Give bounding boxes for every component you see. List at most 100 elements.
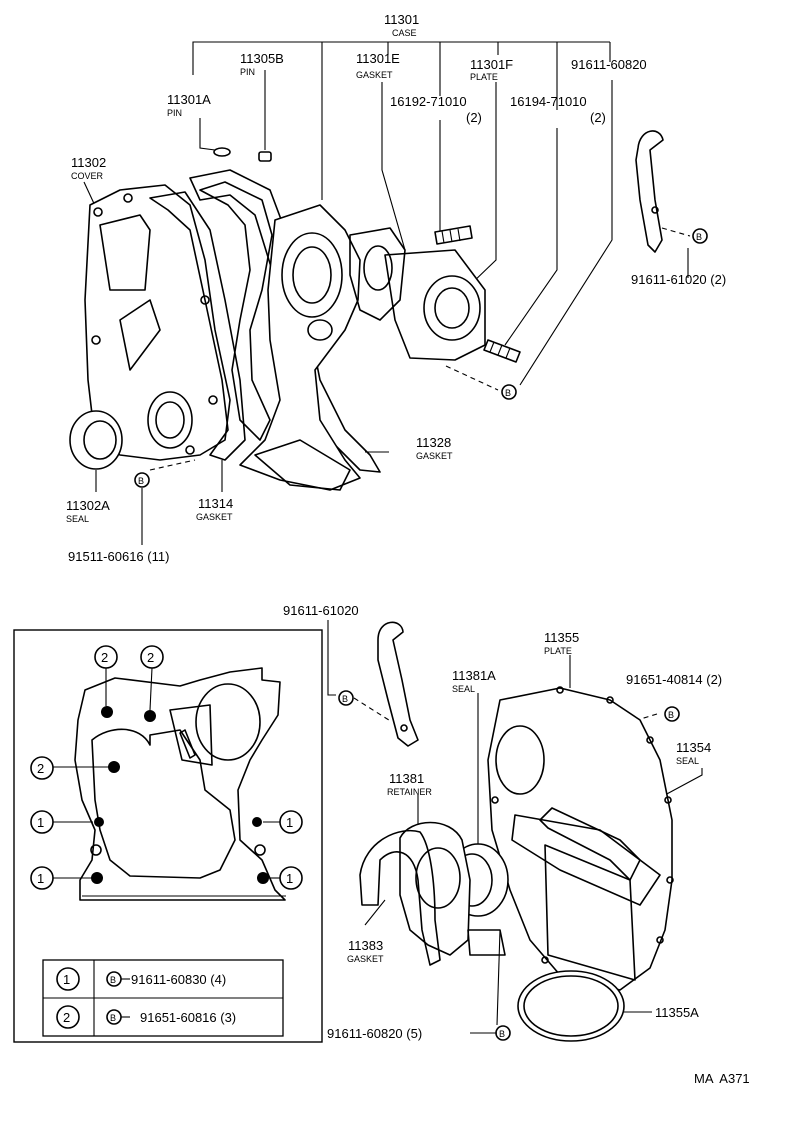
svg-text:1: 1	[286, 871, 293, 886]
svg-text:1: 1	[37, 871, 44, 886]
bolt-symbol-icon	[664, 706, 680, 722]
part-name: PLATE	[470, 72, 498, 82]
inset-markers: 2 2 2 1 1 1 1	[30, 645, 303, 890]
pin-11301a	[213, 147, 231, 157]
inset-marker-leaders	[53, 667, 280, 879]
svg-text:B: B	[499, 1029, 505, 1039]
label-stud-2: 16194-71010 (2)	[510, 94, 606, 125]
label-pin-a: 11301A PIN	[167, 92, 211, 118]
stud-16192	[434, 225, 473, 245]
part-name: SEAL	[452, 684, 475, 694]
svg-text:B: B	[110, 975, 116, 985]
part-number: 91611-60820 (5)	[327, 1026, 422, 1041]
part-name: PLATE	[544, 646, 572, 656]
part-name: COVER	[71, 171, 104, 181]
marker-1-a: 1	[30, 810, 54, 834]
bolt-symbol: B	[505, 388, 511, 398]
part-name: GASKET	[347, 954, 384, 964]
label-retainer: 11381 RETAINER	[387, 771, 432, 797]
leader-lines-top	[83, 42, 691, 545]
part-name: SEAL	[676, 756, 699, 766]
svg-text:B: B	[668, 710, 674, 720]
label-bolt-plate: 91651-40814 (2) B	[626, 672, 722, 722]
part-number: 91611-61020 (2)	[631, 272, 726, 287]
bolt-symbol: B	[138, 476, 144, 486]
bolt-symbol-icon	[338, 690, 354, 706]
retainer-11381	[399, 821, 506, 956]
bolt-symbol-icon	[134, 472, 150, 488]
svg-text:B: B	[110, 1013, 116, 1023]
inset-gasket-drawing	[74, 667, 286, 901]
marker-2-b: 2	[140, 645, 164, 669]
part-number: 11301	[384, 12, 419, 27]
part-number: 11354	[676, 740, 711, 755]
wire-hook-bottom	[377, 621, 419, 747]
label-bolt-cover: 91511-60616 (11)	[68, 549, 169, 564]
end-plate-11355	[487, 686, 674, 991]
part-number: 91651-40814 (2)	[626, 672, 722, 687]
label-gasket-11314: 11314 GASKET	[196, 496, 233, 522]
timing-cover-11302	[84, 184, 231, 461]
label-seal-11354: 11354 SEAL	[676, 740, 711, 766]
cover-11355a	[517, 970, 625, 1042]
diagram-code: MA A371	[694, 1071, 750, 1086]
label-bolt-hook: B 91611-61020 (2)	[631, 228, 726, 287]
part-number: 11302A	[66, 498, 110, 513]
stud-16194	[483, 339, 521, 363]
legend-part: 91651-60816 (3)	[140, 1010, 236, 1025]
part-name: SEAL	[66, 514, 89, 524]
gasket-11314	[149, 191, 246, 461]
svg-text:2: 2	[147, 650, 154, 665]
label-stud-1: 16192-71010 (2)	[390, 94, 482, 125]
bolt-marker-cover: B	[134, 472, 150, 488]
part-name: PIN	[167, 108, 182, 118]
seal-11302a	[69, 410, 123, 470]
bolt-symbol-icon	[501, 384, 517, 400]
inset-bolt-holes	[91, 706, 269, 884]
part-name: PIN	[240, 67, 255, 77]
legend-table: 1 B 91611-60830 (4) 2 B 91651-60816 (3)	[42, 959, 284, 1037]
part-name: RETAINER	[387, 787, 432, 797]
part-number: 11328	[416, 435, 451, 450]
svg-text:B: B	[342, 694, 348, 704]
part-number: 11314	[198, 496, 233, 511]
legend-row-2: 2 B 91651-60816 (3)	[56, 1005, 236, 1029]
label-cover-11355a: 11355A	[655, 1005, 699, 1020]
part-number: 11305B	[240, 51, 284, 66]
bolt-symbol-icon	[495, 1025, 511, 1041]
marker-2-c: 2	[30, 756, 54, 780]
part-name: GASKET	[416, 451, 453, 461]
bolt-symbol-icon	[692, 228, 708, 244]
part-number: 11301F	[470, 57, 513, 72]
marker-2-a: 2	[94, 645, 118, 669]
part-number: 16194-71010	[510, 94, 587, 109]
label-case: 11301 CASE	[384, 12, 419, 38]
bolt-marker-hook-2: B	[338, 690, 354, 706]
label-plate: 11355 PLATE	[544, 630, 579, 656]
part-number: 11355	[544, 630, 579, 645]
bolt-marker-case: B	[501, 384, 517, 400]
case-plate-11301f	[349, 227, 486, 361]
part-qty: (2)	[466, 110, 482, 125]
label-bolt-retainer: 91611-60820 (5) B	[327, 1025, 511, 1041]
label-bolt-hook-2: 91611-61020	[283, 603, 359, 618]
part-number: 11302	[71, 155, 106, 170]
marker-1-c: 1	[30, 866, 54, 890]
legend-key: 1	[63, 972, 70, 987]
inset-box	[13, 629, 323, 1043]
legend-row-1: 1 B 91611-60830 (4)	[56, 967, 226, 991]
label-case-plate: 11301F PLATE	[470, 57, 513, 82]
svg-text:1: 1	[286, 815, 293, 830]
part-number: 11383	[348, 938, 383, 953]
svg-text:2: 2	[37, 761, 44, 776]
part-name: GASKET	[196, 512, 233, 522]
bolt-symbol: B	[696, 232, 702, 242]
pin-11305b	[258, 151, 272, 162]
svg-text:1: 1	[37, 815, 44, 830]
part-number: 11381	[389, 771, 424, 786]
case-bracket	[192, 41, 610, 200]
part-qty: (2)	[590, 110, 606, 125]
timing-case-11301	[239, 204, 361, 491]
part-name: GASKET	[356, 70, 393, 80]
